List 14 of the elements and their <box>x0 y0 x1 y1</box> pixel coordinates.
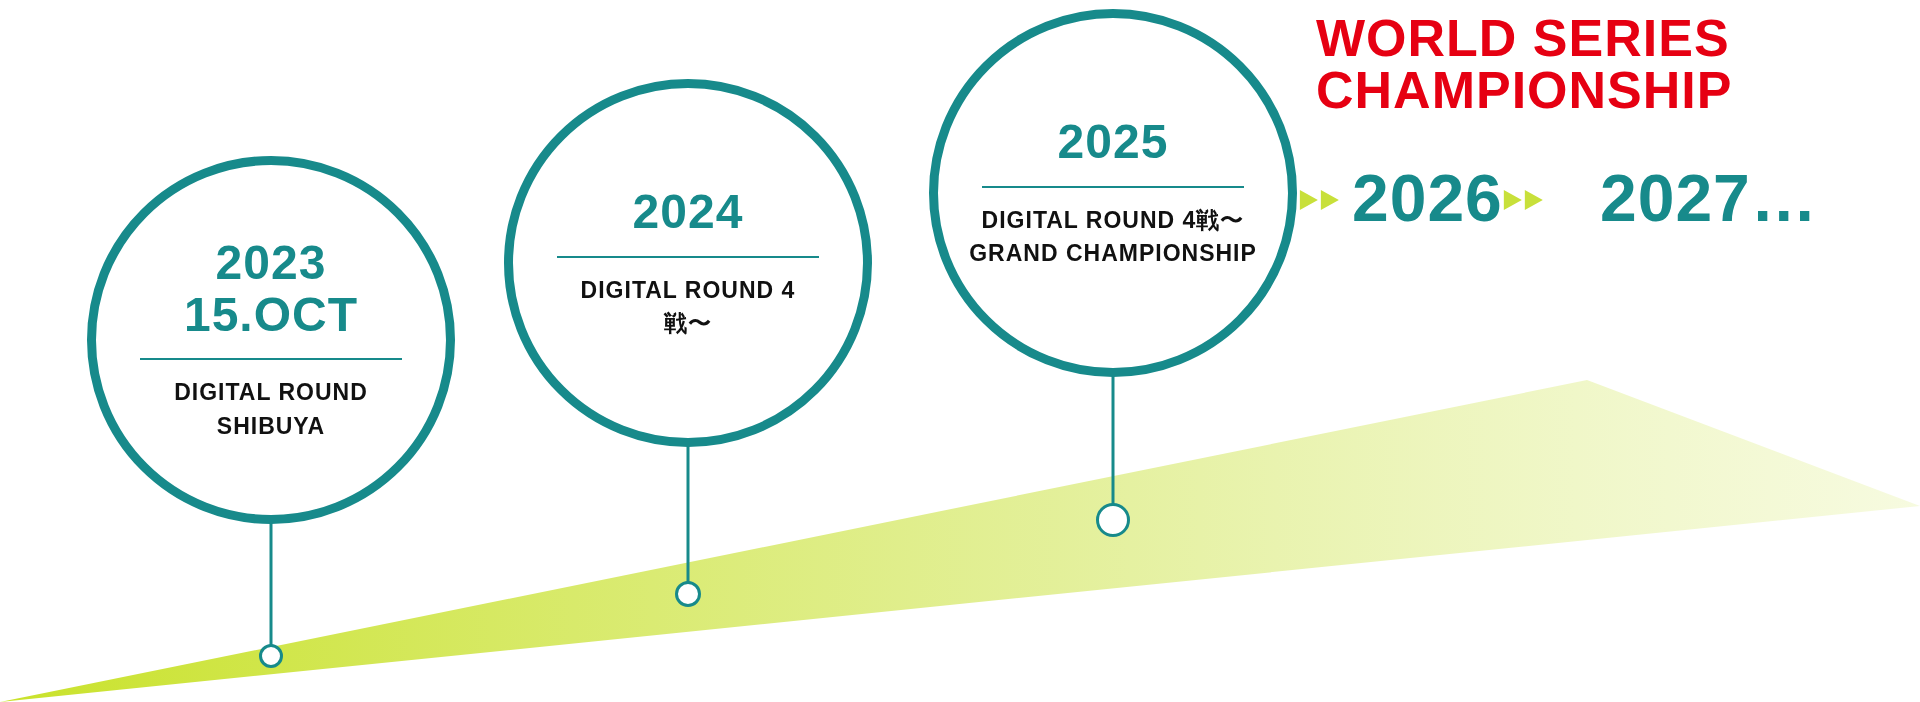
leader-line <box>686 446 690 582</box>
leader-line <box>269 523 273 645</box>
event-text: DIGITAL ROUND SHIBUYA <box>173 378 369 441</box>
year-label: 2026 <box>1352 165 1503 231</box>
title: WORLD SERIES CHAMPIONSHIP <box>1316 12 1734 116</box>
chevron-arrow <box>1299 190 1339 210</box>
year-label: 2027… <box>1600 165 1818 231</box>
event-text: DIGITAL ROUND 4戦〜 GRAND CHAMPIONSHIP <box>968 205 1258 268</box>
year-heading: 2024 <box>631 185 745 238</box>
chevron-arrow <box>1503 190 1543 210</box>
timeline-dot <box>259 644 283 668</box>
year-heading: 2023 15.OCT <box>182 236 359 341</box>
event-text: DIGITAL ROUND 4戦〜 <box>579 275 797 338</box>
year-heading: 2025 <box>1056 115 1170 168</box>
